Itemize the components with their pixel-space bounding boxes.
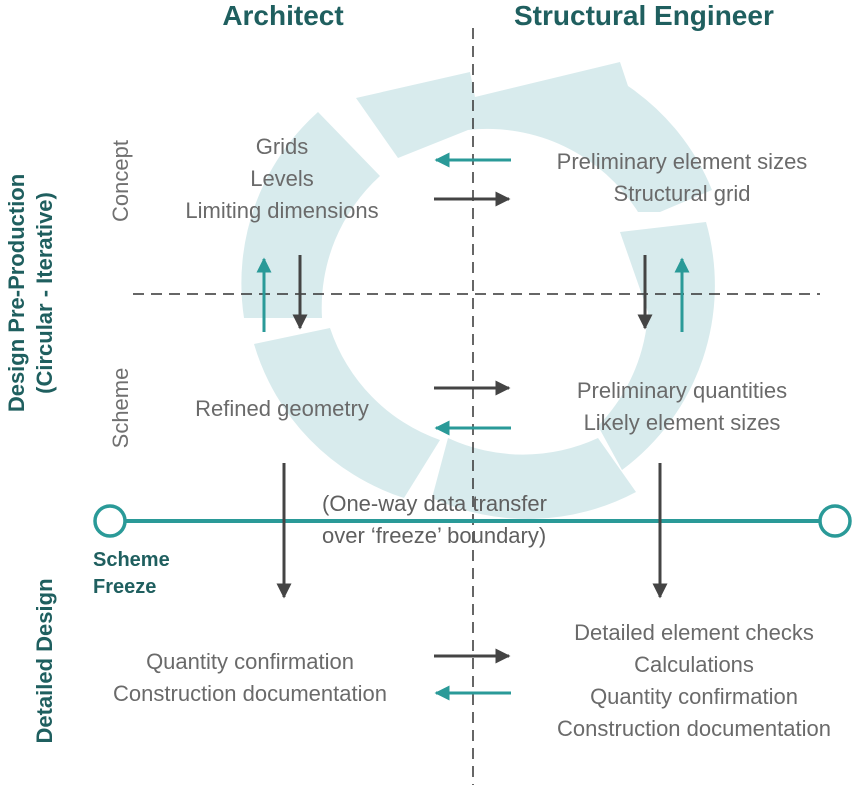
architect-header: Architect — [222, 0, 344, 31]
phase-preproduction-line1: Design Pre-Production — [4, 173, 29, 413]
note-line1: (One-way data transfer — [322, 491, 547, 516]
freeze-label-line2: Freeze — [93, 576, 157, 598]
list-item: Levels — [250, 166, 314, 191]
list-item: Construction documentation — [557, 716, 831, 741]
phase-detailed-text: Detailed Design — [32, 578, 57, 744]
phase-preproduction-line2: (Circular - Iterative) — [32, 192, 57, 394]
freeze-node-left — [93, 504, 127, 538]
scheme-architect-list: Refined geometry — [162, 393, 402, 425]
detailed-architect-list: Quantity confirmation Construction docum… — [80, 646, 420, 710]
freeze-node-right — [818, 504, 852, 538]
detailed-engineer-list: Detailed element checks Calculations Qua… — [526, 617, 860, 745]
scheme-freeze-label: Scheme Freeze — [93, 547, 170, 601]
list-item: Grids — [255, 134, 309, 159]
engineer-header: Structural Engineer — [514, 0, 774, 31]
cycle-ring — [241, 62, 715, 519]
freeze-label-line1: Scheme — [93, 549, 170, 571]
list-item: Quantity confirmation — [590, 684, 798, 709]
list-item: Construction documentation — [113, 681, 387, 706]
cycle-segment-left-upper — [241, 112, 380, 318]
stage-label-scheme: Scheme — [108, 367, 133, 449]
list-item: Calculations — [634, 652, 754, 677]
one-way-note: (One-way data transfer over ‘freeze’ bou… — [322, 488, 618, 552]
list-item: Limiting dimensions — [185, 198, 379, 223]
list-item: Likely element sizes — [583, 410, 781, 435]
list-item: Preliminary element sizes — [556, 149, 808, 174]
concept-architect-list: Grids Levels Limiting dimensions — [162, 131, 402, 227]
concept-engineer-list: Preliminary element sizes Structural gri… — [532, 146, 832, 210]
list-item: Structural grid — [613, 181, 751, 206]
cycle-segment-right — [598, 222, 715, 470]
list-item: Detailed element checks — [574, 620, 814, 645]
cycle-segment-left-lower — [254, 328, 440, 498]
list-item: Preliminary quantities — [576, 378, 788, 403]
scheme-engineer-list: Preliminary quantities Likely element si… — [532, 375, 832, 439]
note-line2: over ‘freeze’ boundary) — [322, 523, 547, 548]
cycle-segment-bottom — [432, 438, 636, 519]
stage-label-concept: Concept — [108, 140, 133, 222]
phase-label-preproduction: Design Pre-Production (Circular - Iterat… — [3, 174, 59, 412]
phase-label-detailed: Detailed Design — [31, 578, 59, 743]
cycle-segment-top — [356, 62, 712, 212]
list-item: Quantity confirmation — [146, 649, 354, 674]
list-item: Refined geometry — [195, 396, 369, 421]
